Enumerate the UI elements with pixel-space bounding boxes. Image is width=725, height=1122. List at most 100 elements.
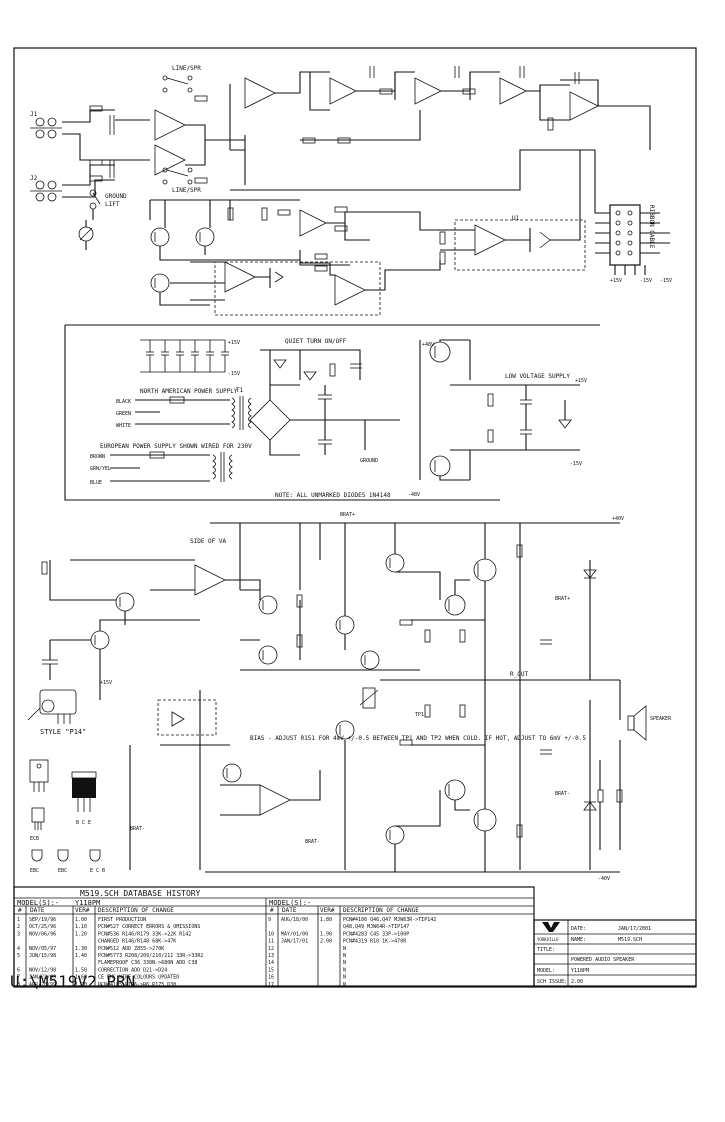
history-ver: 1.60 xyxy=(75,975,87,981)
to92-drawings: EBC EBC E C B xyxy=(30,849,105,874)
tb-date-label: DATE: xyxy=(571,926,586,932)
tb-model-value: Y118PM xyxy=(571,968,589,974)
history-desc: PCN#536 R146/R179 33K->22K R142 xyxy=(98,931,191,937)
history-desc: PCN#512 ADD Z855->270K xyxy=(98,946,164,952)
model-left-value: Y118PM xyxy=(75,899,100,907)
bias-note: BIAS - ADJUST R151 FOR 4mV +/-0.5 BETWEE… xyxy=(250,735,586,742)
brat-minus-left: BRAT- xyxy=(130,826,145,832)
amp-plus40: +40V xyxy=(612,516,624,522)
power-supply-section: +15V -15V QUIET TURN ON/OFF NORTH AMERIC… xyxy=(64,324,600,501)
history-ver: 1.90 xyxy=(320,931,332,937)
power-amp-section: +40V -40V BRAT+ SIDE OF VA xyxy=(41,512,672,882)
history-date: JUN/15/98 xyxy=(29,953,56,959)
model-right-label: MODEL(S):- xyxy=(269,899,311,907)
output-label: R_OUT xyxy=(510,671,528,678)
history-num: 15 xyxy=(268,967,274,973)
file-path: U:\M519V2.PRN xyxy=(10,972,135,991)
side-of-va-label: SIDE OF VA xyxy=(190,538,227,545)
wire-grn-yel: GRN/YEL xyxy=(90,466,111,472)
history-date: AUG/18/00 xyxy=(281,917,308,923)
quiet-turn-on-off-label: QUIET TURN ON/OFF xyxy=(285,338,347,345)
model-left-label: MODEL(S):- xyxy=(17,899,59,907)
history-desc: N xyxy=(343,953,346,959)
lv-plus15: +15V xyxy=(575,378,587,384)
history-num: 3 xyxy=(17,931,20,937)
history-date: JAN/22/99 xyxy=(29,975,56,981)
fb-plus15: +15V xyxy=(100,680,112,686)
history-num: 17 xyxy=(268,982,274,988)
amp-minus40: -40V xyxy=(598,876,610,882)
history-num: 1 xyxy=(17,917,20,923)
sheet-border xyxy=(13,47,697,987)
history-date: NOV/05/97 xyxy=(29,946,56,952)
history-desc: Q48,Q49 MJW64R->TIP147 xyxy=(343,924,409,930)
psu-ground: GROUND xyxy=(360,458,378,464)
wire-white: WHITE xyxy=(116,423,131,429)
history-ver: 1.80 xyxy=(320,917,332,923)
to3p-drawing: B C E xyxy=(71,771,97,826)
ribbon-cable-connector: RIBBON CABLE +15V -15V -15V xyxy=(580,149,672,284)
history-row: CHANGED R146/R148 68K->47K xyxy=(98,939,176,945)
wire-blue: BLUE xyxy=(90,480,102,486)
to220-drawing xyxy=(29,759,49,792)
brat-plus-top: BRAT+ xyxy=(340,512,355,518)
col-ver-left: VER# xyxy=(75,907,90,914)
jack-j1: J1 xyxy=(30,111,62,139)
history-num: 10 xyxy=(268,931,274,937)
history-desc: PCN#527 CORRECT ERRORS & OMISSIONS xyxy=(98,924,200,930)
limiter-section: U1 xyxy=(149,150,586,316)
history-date: JAN/17/01 xyxy=(281,939,308,945)
bridge-rectifier xyxy=(249,384,400,456)
history-num: 11 xyxy=(268,939,274,945)
pkg-ebc-2: EBC xyxy=(58,868,67,874)
history-num: 2 xyxy=(17,924,20,930)
ground-label: GROUND xyxy=(105,193,127,200)
history-ver: 2.00 xyxy=(320,939,332,945)
history-desc: N xyxy=(343,946,346,952)
history-num: 6 xyxy=(17,967,20,973)
line-spr-top: LINE/SPR xyxy=(172,65,201,72)
j1-label: J1 xyxy=(30,111,38,118)
input-resistors xyxy=(89,105,115,182)
history-desc: PCN#5773 R208/209/210/211 33R->33R2 xyxy=(98,953,203,959)
history-row: FLAMEPROOF C36 330N->680N ADD C38 xyxy=(98,960,197,966)
speaker-label: SPEAKER xyxy=(650,716,672,722)
history-ver: 1.20 xyxy=(75,931,87,937)
pkg-ecb-3: E C B xyxy=(90,868,105,874)
wire-black: BLACK xyxy=(116,399,131,405)
tb-scheme-label: SCH ISSUE: xyxy=(537,979,567,985)
history-desc: N xyxy=(343,960,346,966)
history-desc: FIRST PRODUCTION xyxy=(98,917,146,923)
col-num-left: # xyxy=(18,907,22,914)
note-diodes: NOTE: ALL UNMARKED DIODES 1N4148 xyxy=(275,492,391,499)
package-drawings: STYLE "P14" B C E ECB EBC EBC E C xyxy=(27,689,105,874)
tb-name-value: M519.SCH xyxy=(618,937,642,943)
history-desc: N xyxy=(343,975,346,981)
history-num: 8 xyxy=(17,982,20,988)
jack-j2: J2 xyxy=(30,175,62,202)
filter-chain-top xyxy=(230,66,651,191)
filter-cap-bank: +15V -15V xyxy=(140,339,240,377)
t1-label: T1 xyxy=(236,387,244,394)
brat-plus-right: BRAT+ xyxy=(555,596,570,602)
database-history-table: M519.SCH DATABASE HISTORY MODEL(S):- Y11… xyxy=(13,886,535,988)
history-ver: 1.70 xyxy=(75,982,87,988)
lv-minus48: -48V xyxy=(408,492,420,498)
ptc-thermistor xyxy=(78,220,94,250)
speaker-output: SPEAKER xyxy=(597,680,672,850)
history-num: 7 xyxy=(17,975,20,981)
pkg-bce-label: B C E xyxy=(76,820,91,826)
j2-label: J2 xyxy=(30,175,38,182)
